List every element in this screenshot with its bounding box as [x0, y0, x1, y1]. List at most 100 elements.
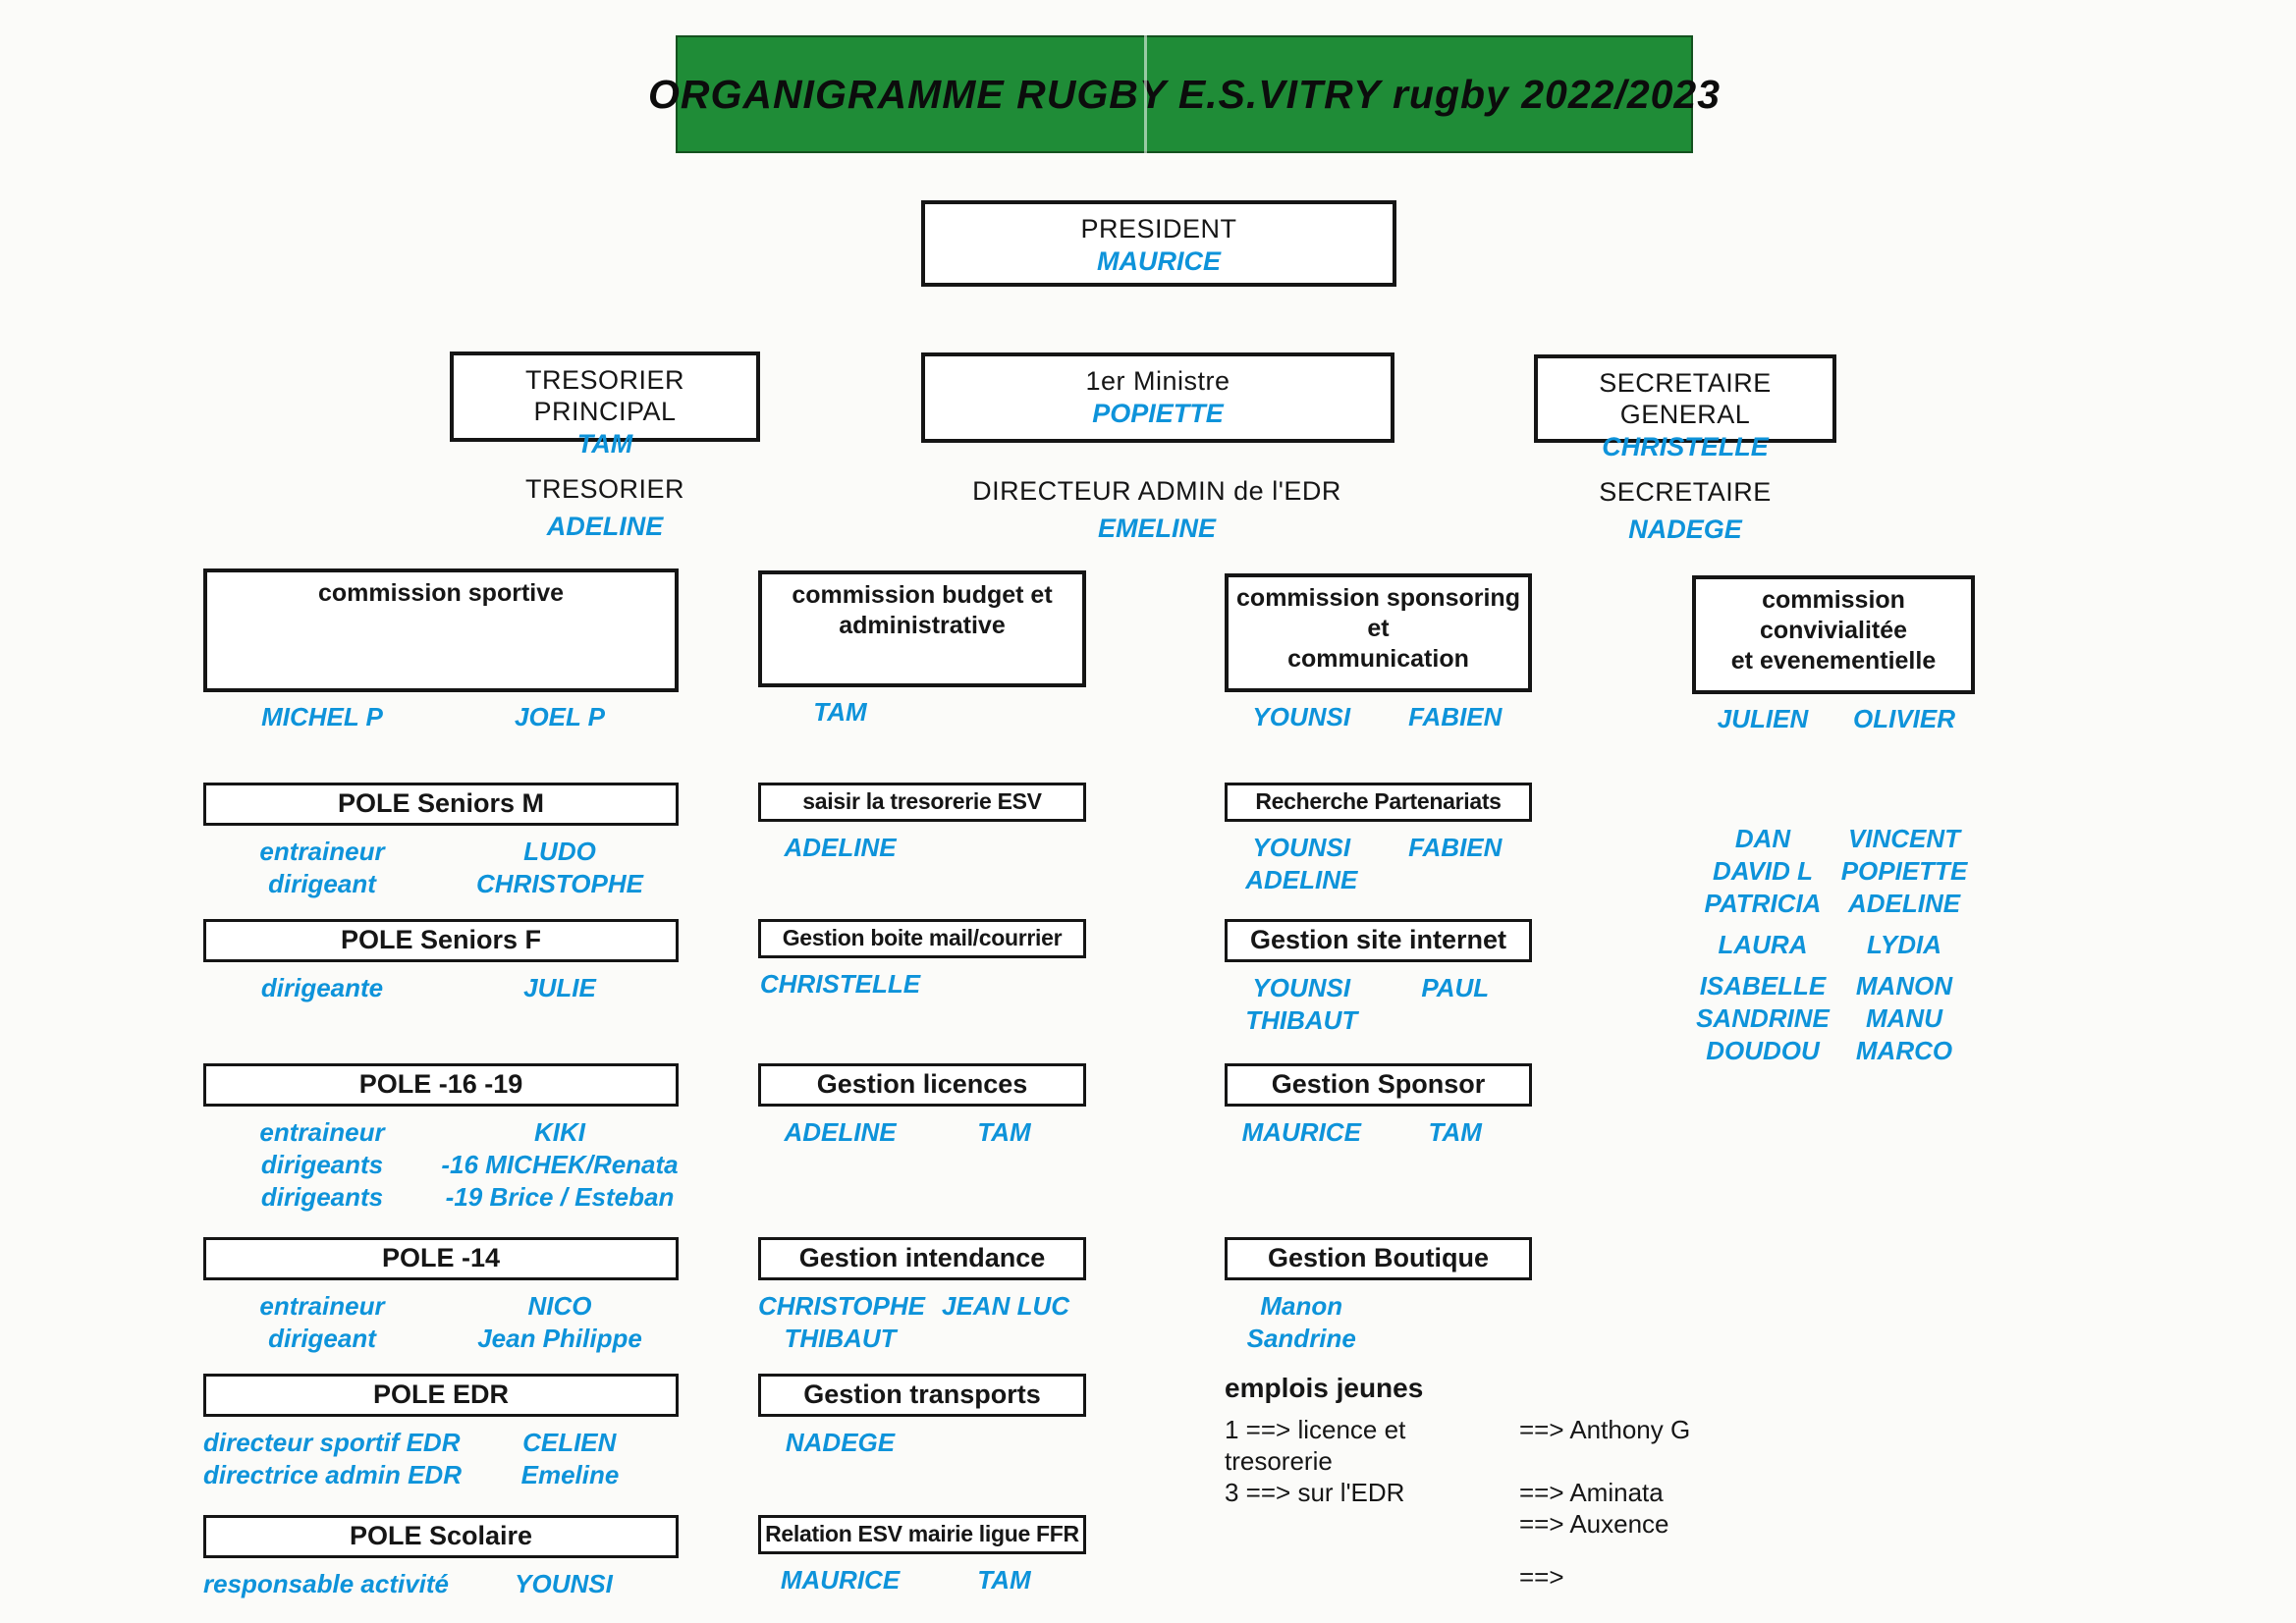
commission-title-line2: communication — [1287, 645, 1469, 673]
pole-title: POLE Seniors M — [203, 783, 679, 826]
pole-row: entraineur LUDO — [203, 836, 679, 868]
task-row: MAURICE TAM — [758, 1564, 1086, 1596]
person-name: Jean Philippe — [477, 1324, 642, 1353]
person-name: LYDIA — [1866, 930, 1942, 959]
person-name: ADELINE — [784, 1117, 897, 1147]
task-title: Gestion licences — [758, 1063, 1086, 1107]
volunteer-row: SANDRINE MANU — [1692, 1002, 1975, 1035]
commission-box: commission budget et administrative — [758, 570, 1086, 687]
task-row: ADELINE — [758, 832, 1086, 864]
deputy-directeur-admin-edr: DIRECTEUR ADMIN de l'EDR EMELINE — [960, 475, 1353, 545]
task-title: Gestion intendance — [758, 1237, 1086, 1280]
note-text — [1225, 1508, 1519, 1540]
page-title: ORGANIGRAMME RUGBY E.S.VITRY rugby 2022/… — [647, 71, 1722, 117]
person-name: ADELINE — [546, 512, 664, 541]
person-name: POPIETTE — [1092, 399, 1224, 428]
pole-row: responsable activité YOUNSI — [203, 1568, 679, 1600]
person-name: LUDO — [523, 837, 596, 866]
task-sponsor: Gestion Sponsor MAURICE TAM — [1225, 1063, 1532, 1149]
note-text: ==> Auxence — [1519, 1509, 1669, 1539]
pole-edr: POLE EDR directeur sportif EDR CELIEN di… — [203, 1374, 679, 1491]
task-intendance: Gestion intendance CHRISTOPHE JEAN LUC T… — [758, 1237, 1086, 1355]
note-row: ==> Auxence — [1225, 1508, 1735, 1540]
commission-title: commission sportive — [317, 579, 565, 607]
task-rows: YOUNSI PAUL THIBAUT — [1225, 972, 1532, 1037]
member-name: YOUNSI — [1252, 702, 1351, 731]
person-name — [922, 968, 1086, 1001]
pole-row: dirigeant CHRISTOPHE — [203, 868, 679, 900]
person-name: TAM — [977, 1565, 1031, 1595]
note-row: 1 ==> licence et tresorerie ==> Anthony … — [1225, 1414, 1735, 1477]
task-title: saisir la tresorerie ESV — [758, 783, 1086, 822]
volunteer-row: DAVID L POPIETTE — [1692, 855, 1975, 888]
task-rows: ADELINE — [758, 832, 1086, 864]
task-row: YOUNSI FABIEN — [1225, 832, 1532, 864]
note-row: 3 ==> sur l'EDR ==> Aminata — [1225, 1477, 1735, 1508]
person-name: ADELINE — [1847, 889, 1961, 918]
role-title: 1er Ministre — [1085, 366, 1230, 396]
person-name — [1379, 864, 1533, 896]
task-recherche-partenariats: Recherche Partenariats YOUNSI FABIEN ADE… — [1225, 783, 1532, 896]
pole-rows: entraineur NICO dirigeant Jean Philippe — [203, 1290, 679, 1355]
person-name: MANU — [1866, 1003, 1942, 1033]
president-box: PRESIDENT MAURICE — [921, 200, 1396, 287]
task-boite-mail: Gestion boite mail/courrier CHRISTELLE — [758, 919, 1086, 1001]
person-name: MARCO — [1855, 1036, 1953, 1065]
person-name: YOUNSI — [1252, 833, 1351, 862]
pole-row: entraineur NICO — [203, 1290, 679, 1323]
person-name: DOUDOU — [1706, 1036, 1820, 1065]
task-row: Sandrine — [1225, 1323, 1532, 1355]
person-name: JULIE — [523, 973, 596, 1002]
task-rows: CHRISTOPHE JEAN LUC THIBAUT — [758, 1290, 1086, 1355]
pole-row: dirigeante JULIE — [203, 972, 679, 1004]
emplois-jeunes-note: emplois jeunes 1 ==> licence et tresorer… — [1225, 1373, 1735, 1593]
commission-members: YOUNSI FABIEN — [1225, 701, 1532, 733]
pole-row: directeur sportif EDR CELIEN — [203, 1427, 679, 1459]
member-name: MICHEL P — [261, 702, 383, 731]
commission-sportive: commission sportive MICHEL P JOEL P — [203, 568, 679, 733]
person-name: Emeline — [520, 1460, 620, 1489]
role-title: SECRETAIRE — [1599, 477, 1772, 507]
task-relation-esv: Relation ESV mairie ligue FFR MAURICE TA… — [758, 1515, 1086, 1596]
member-name: JOEL P — [514, 702, 605, 731]
pole-seniors-m: POLE Seniors M entraineur LUDO dirigeant… — [203, 783, 679, 900]
role-label: dirigeante — [260, 973, 384, 1002]
volunteer-row: LAURA LYDIA — [1692, 929, 1975, 961]
note-text: ==> — [1519, 1562, 1564, 1592]
person-name: MANON — [1855, 971, 1953, 1001]
person-name: YOUNSI — [515, 1569, 613, 1598]
role-title: DIRECTEUR ADMIN de l'EDR — [972, 476, 1341, 506]
note-text: ==> Aminata — [1519, 1478, 1664, 1507]
role-label: entraineur — [259, 1117, 385, 1147]
note-row: ==> — [1225, 1561, 1735, 1593]
task-title: Gestion Boutique — [1225, 1237, 1532, 1280]
task-row: THIBAUT — [1225, 1004, 1532, 1037]
role-title: PRESIDENT — [1080, 214, 1237, 243]
task-row: ADELINE TAM — [758, 1116, 1086, 1149]
person-name: SANDRINE — [1696, 1003, 1830, 1033]
task-row: CHRISTELLE — [758, 968, 1086, 1001]
pole-seniors-f: POLE Seniors F dirigeante JULIE — [203, 919, 679, 1004]
commission-members: JULIEN OLIVIER — [1692, 703, 1975, 735]
person-name: EMELINE — [1097, 514, 1216, 543]
title-banner: ORGANIGRAMME RUGBY E.S.VITRY rugby 2022/… — [648, 35, 1720, 153]
task-title: Gestion Sponsor — [1225, 1063, 1532, 1107]
task-row: THIBAUT — [758, 1323, 1086, 1355]
pole-rows: responsable activité YOUNSI — [203, 1568, 679, 1600]
task-row: ADELINE — [1225, 864, 1532, 896]
person-name: TAM — [977, 1117, 1031, 1147]
task-row: YOUNSI PAUL — [1225, 972, 1532, 1004]
role-label: entraineur — [259, 837, 385, 866]
task-rows: CHRISTELLE — [758, 968, 1086, 1001]
pole-title: POLE Seniors F — [203, 919, 679, 962]
person-name: LAURA — [1718, 930, 1808, 959]
role-label: entraineur — [259, 1291, 385, 1321]
pole-title: POLE EDR — [203, 1374, 679, 1417]
person-name: PATRICIA — [1704, 889, 1822, 918]
person-name: CHRISTOPHE — [476, 869, 643, 898]
role-label: dirigeants — [260, 1182, 384, 1212]
person-name — [922, 832, 1086, 864]
task-row: CHRISTOPHE JEAN LUC — [758, 1290, 1086, 1323]
task-title: Relation ESV mairie ligue FFR — [758, 1515, 1086, 1554]
task-rows: YOUNSI FABIEN ADELINE — [1225, 832, 1532, 896]
